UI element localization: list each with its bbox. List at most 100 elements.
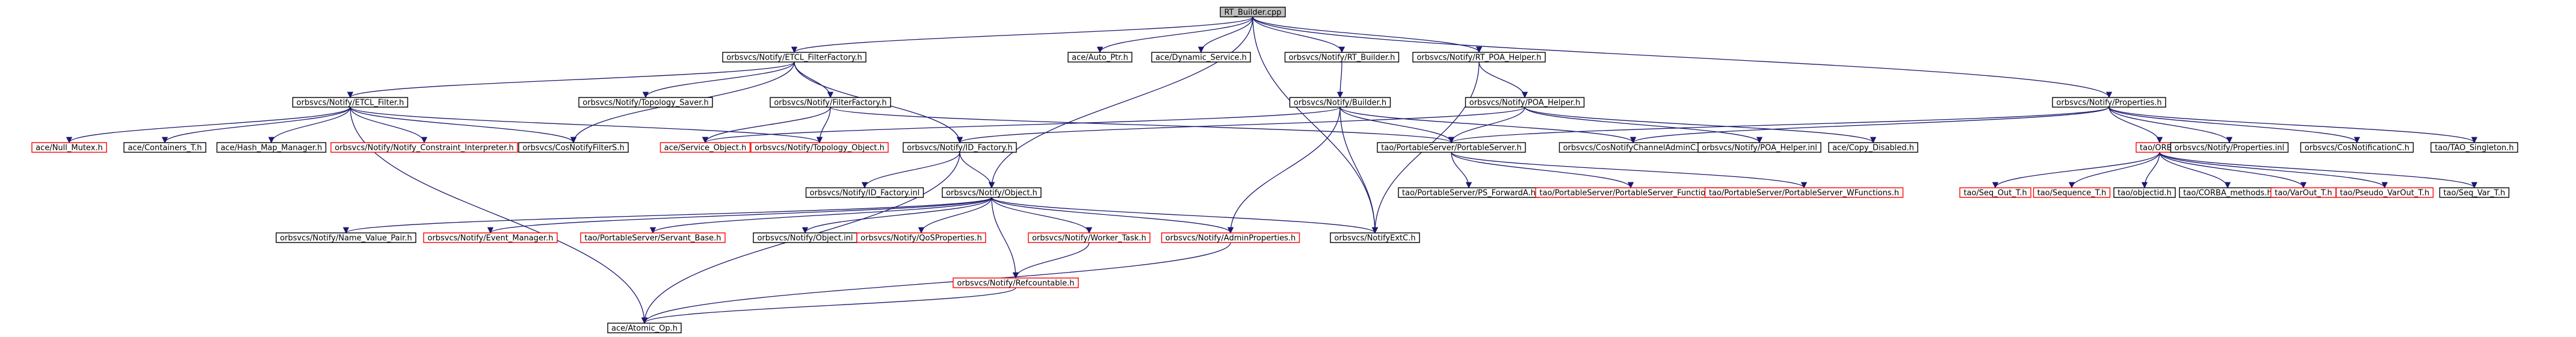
edge-portableserver_h-to-portableserver_functions_h <box>1451 152 1634 189</box>
node-ps-forwarda-h[interactable]: tao/PortableServer/PS_ForwardA.h <box>1398 187 1540 198</box>
node-event-manager-h: orbsvcs/Notify/Event_Manager.h <box>423 232 558 243</box>
node-qosproperties-h: orbsvcs/Notify/QoSProperties.h <box>856 232 986 243</box>
node-dynamic-service-h[interactable]: ace/Dynamic_Service.h <box>1151 52 1251 63</box>
node-poa-helper-h[interactable]: orbsvcs/Notify/POA_Helper.h <box>1465 97 1585 108</box>
node-seq-var-t-h[interactable]: tao/Seq_Var_T.h <box>2439 187 2510 198</box>
node-etcl-filter-h[interactable]: orbsvcs/Notify/ETCL_Filter.h <box>292 97 409 108</box>
edge-orb_h-to-seq_out_t_h <box>1992 152 2160 189</box>
edge-rt_builder_cpp-to-rt_poa_helper_h <box>1252 16 1483 54</box>
node-servant-base-h: tao/PortableServer/Servant_Base.h <box>580 232 726 243</box>
node-copy-disabled-h[interactable]: ace/Copy_Disabled.h <box>1828 142 1918 153</box>
node-label: tao/PortableServer/PortableServer.h <box>1381 144 1521 153</box>
node-box <box>2300 142 2414 153</box>
node-box <box>1220 7 1286 17</box>
node-box <box>216 142 327 153</box>
node-box <box>607 323 682 333</box>
edge-notify_properties_h-to-tao_singleton_h <box>2108 107 2477 144</box>
node-box <box>1959 187 2031 198</box>
node-pseudo-varout-t-h: tao/Pseudo_VarOut_T.h <box>2335 187 2434 198</box>
node-box <box>856 232 986 243</box>
edge-portableserver_h-to-ps_forwarda_h <box>1451 152 1472 189</box>
edge-etcl_filterfactory_h-to-topology_saver_h <box>642 61 795 99</box>
node-builder-h[interactable]: orbsvcs/Notify/Builder.h <box>1289 97 1391 108</box>
node-box <box>2113 187 2176 198</box>
node-poa-helper-inl[interactable]: orbsvcs/Notify/POA_Helper.inl <box>1697 142 1821 153</box>
node-label: orbsvcs/CosNotifyChannelAdminC.h <box>1563 144 1703 153</box>
node-label: tao/ORB.h <box>2140 144 2179 153</box>
node-topology-saver-h[interactable]: orbsvcs/Notify/Topology_Saver.h <box>578 97 713 108</box>
node-cosnotificationc-h[interactable]: orbsvcs/CosNotificationC.h <box>2300 142 2414 153</box>
node-rt-poa-helper-h[interactable]: orbsvcs/Notify/RT_POA_Helper.h <box>1412 52 1546 63</box>
edge-notify_properties_h-to-cosnotificationc_h <box>2108 107 2361 144</box>
node-label: orbsvcs/Notify/FilterFactory.h <box>774 99 886 108</box>
node-box <box>1151 52 1251 63</box>
node-tao-singleton-h[interactable]: tao/TAO_Singleton.h <box>2430 142 2518 153</box>
node-box <box>2033 187 2111 198</box>
node-worker-task-h: orbsvcs/Notify/Worker_Task.h <box>1028 232 1151 243</box>
node-box <box>805 187 924 198</box>
edge-notify_object_h-to-notifyextc_h <box>991 197 1378 234</box>
node-label: orbsvcs/Notify/Object.h <box>946 189 1037 198</box>
node-label: tao/PortableServer/Servant_Base.h <box>584 234 721 243</box>
node-id-factory-inl[interactable]: orbsvcs/Notify/ID_Factory.inl <box>805 187 924 198</box>
edge-notify_properties_h-to-portableserver_h <box>1448 107 2110 144</box>
node-auto-ptr-h[interactable]: ace/Auto_Ptr.h <box>1067 52 1132 63</box>
node-containers-t-h[interactable]: ace/Containers_T.h <box>123 142 206 153</box>
edge-poa_helper_h-to-id_factory_h <box>957 107 1525 144</box>
node-rt-builder-cpp[interactable]: RT_Builder.cpp <box>1220 7 1286 17</box>
node-cosnotifyfilters-h[interactable]: orbsvcs/CosNotifyFilterS.h <box>518 142 629 153</box>
edge-etcl_filter_h-to-cosnotifyfilters_h <box>350 107 577 144</box>
node-cosnotifychanneladminc-h[interactable]: orbsvcs/CosNotifyChannelAdminC.h <box>1558 142 1708 153</box>
node-box <box>1828 142 1918 153</box>
node-corba-methods-h[interactable]: tao/CORBA_methods.h <box>2179 187 2276 198</box>
node-etcl-filterfactory-h[interactable]: orbsvcs/Notify/ETCL_FilterFactory.h <box>722 52 866 63</box>
node-atomic-op-h[interactable]: ace/Atomic_Op.h <box>607 323 682 333</box>
node-label: orbsvcs/Notify/Name_Value_Pair.h <box>280 234 412 243</box>
node-id-factory-h[interactable]: orbsvcs/Notify/ID_Factory.h <box>903 142 1017 153</box>
node-notifyextc-h[interactable]: orbsvcs/NotifyExtC.h <box>1330 232 1420 243</box>
node-label: orbsvcs/Notify/Worker_Task.h <box>1032 234 1146 243</box>
node-label: tao/objectid.h <box>2117 189 2172 198</box>
edge-rt_poa_helper_h-to-poa_helper_h <box>1478 61 1528 99</box>
node-label: orbsvcs/Notify/ETCL_FilterFactory.h <box>726 54 862 63</box>
node-box <box>578 97 713 108</box>
node-box <box>292 97 409 108</box>
node-label: orbsvcs/Notify/POA_Helper.h <box>1469 99 1581 108</box>
edge-orb_h-to-corba_methods_h <box>2159 152 2231 189</box>
node-label: tao/PortableServer/PortableServer_Functi… <box>1539 189 1722 198</box>
node-properties-inl[interactable]: orbsvcs/Notify/Properties.inl <box>2170 142 2289 153</box>
node-label: ace/Containers_T.h <box>128 144 202 153</box>
node-box <box>903 142 1017 153</box>
node-service-object-h: ace/Service_Object.h <box>659 142 751 153</box>
edge-id_factory_h-to-notify_object_h <box>959 152 995 189</box>
node-notify-object-h[interactable]: orbsvcs/Notify/Object.h <box>942 187 1042 198</box>
node-label: ace/Hash_Map_Manager.h <box>221 144 323 153</box>
node-notify-properties-h[interactable]: orbsvcs/Notify/Properties.h <box>2052 97 2166 108</box>
edge-notify_object_h-to-notify_object_inl <box>802 197 992 234</box>
node-notify-object-inl[interactable]: orbsvcs/Notify/Object.inl <box>753 232 857 243</box>
node-box <box>423 232 558 243</box>
edge-etcl_filter_h-to-topology_object_h <box>350 107 823 144</box>
node-box <box>330 142 518 153</box>
edge-orb_h-to-sequence_t_h <box>2068 152 2160 189</box>
edge-filterfactory_h-to-portableserver_h <box>830 107 1454 144</box>
node-box <box>1697 142 1821 153</box>
edge-poa_helper_h-to-portableserver_h <box>1448 107 1525 144</box>
node-objectid-h[interactable]: tao/objectid.h <box>2113 187 2176 198</box>
node-hash-map-manager-h[interactable]: ace/Hash_Map_Manager.h <box>216 142 327 153</box>
edge-etcl_filterfactory_h-to-filterfactory_h <box>794 61 834 99</box>
node-filterfactory-h[interactable]: orbsvcs/Notify/FilterFactory.h <box>770 97 891 108</box>
edge-etcl_filter_h-to-constraint_interpreter_h <box>350 107 428 144</box>
node-box <box>1284 52 1400 63</box>
node-adminproperties-h: orbsvcs/Notify/AdminProperties.h <box>1161 232 1300 243</box>
node-label: orbsvcs/Notify/POA_Helper.inl <box>1702 144 1817 153</box>
node-label: orbsvcs/NotifyExtC.h <box>1334 234 1415 243</box>
node-name-value-pair-h[interactable]: orbsvcs/Notify/Name_Value_Pair.h <box>276 232 416 243</box>
node-box <box>2170 142 2289 153</box>
node-constraint-interpreter-h: orbsvcs/Notify/Notify_Constraint_Interpr… <box>330 142 518 153</box>
edge-orb_h-to-pseudo_varout_t_h <box>2159 152 2388 189</box>
edge-notify_properties_h-to-cosnotifychanneladminc_h <box>1630 107 2110 144</box>
node-rt-builder-h[interactable]: orbsvcs/Notify/RT_Builder.h <box>1284 52 1400 63</box>
node-topology-object-h: orbsvcs/Notify/Topology_Object.h <box>750 142 889 153</box>
node-portableserver-h[interactable]: tao/PortableServer/PortableServer.h <box>1377 142 1526 153</box>
